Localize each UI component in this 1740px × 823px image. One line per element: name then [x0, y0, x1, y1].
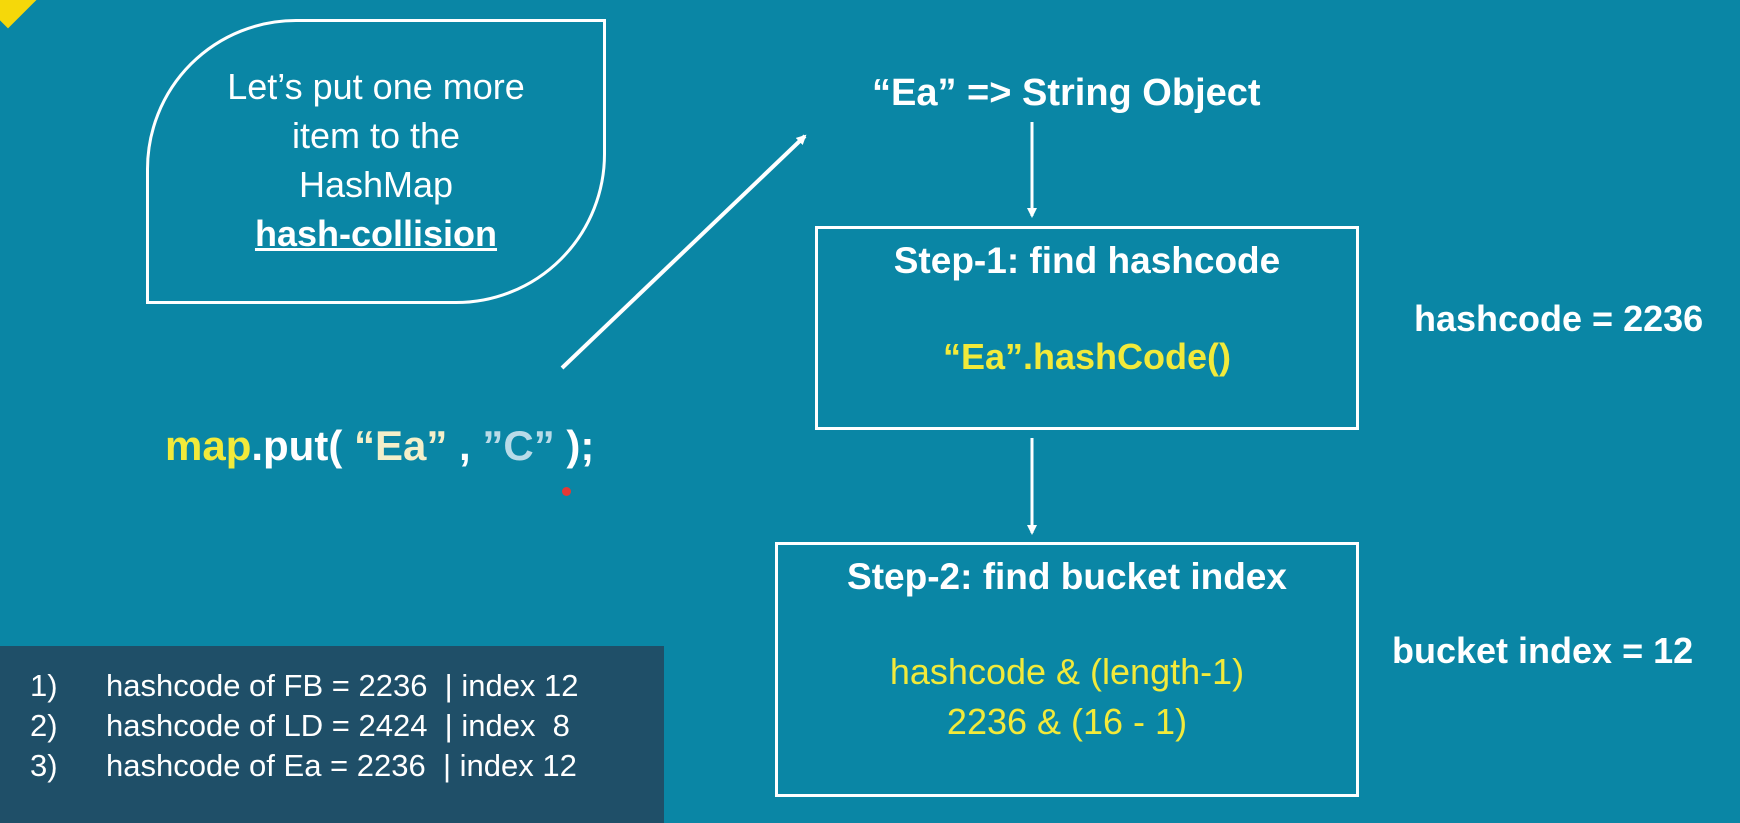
callout-text: Let’s put one more item to the HashMap h… [146, 62, 606, 258]
step2-box: Step-2: find bucket index hashcode & (le… [775, 542, 1359, 797]
pointer-dot [562, 487, 571, 496]
note-text: hashcode of LD = 2424 | index 8 [106, 708, 570, 743]
step1-box: Step-1: find hashcode “Ea”.hashCode() [815, 226, 1359, 430]
note-row: 1) hashcode of FB = 2236 | index 12 [30, 668, 579, 704]
code-statement: map.put( “Ea” , ”C” ); [165, 422, 594, 470]
note-number: 3) [30, 748, 58, 783]
code-key: “Ea” [353, 422, 448, 469]
diagonal-arrow [560, 134, 807, 370]
step1-title: Step-1: find hashcode [893, 240, 1281, 281]
step2-code-line-1: hashcode & (length-1) [889, 651, 1245, 692]
note-number: 2) [30, 708, 58, 743]
diagram-title: “Ea” => String Object [872, 72, 1261, 114]
code-sep: , [447, 422, 483, 469]
note-text: hashcode of FB = 2236 | index 12 [106, 668, 579, 703]
callout-box [146, 19, 606, 304]
step1-code: “Ea”.hashCode() [942, 336, 1232, 377]
notes-panel: 1) hashcode of FB = 2236 | index 12 2) has… [0, 646, 664, 823]
step2-code-line-2: 2236 & (16 - 1) [946, 701, 1188, 742]
code-map: map [165, 422, 252, 469]
note-row: 3) hashcode of Ea = 2236 | index 12 [30, 748, 577, 784]
note-text: hashcode of Ea = 2236 | index 12 [106, 748, 577, 783]
code-value: ”C” [482, 422, 555, 469]
bucket-index-result: bucket index = 12 [1392, 630, 1694, 671]
step2-title: Step-2: find bucket index [847, 556, 1287, 597]
callout-line-2: item to the [291, 115, 461, 156]
step2-code: hashcode & (length-1) 2236 & (16 - 1) [778, 647, 1356, 747]
code-put: .put( [251, 422, 354, 469]
callout-line-1: Let’s put one more [227, 66, 525, 107]
callout-emphasis: hash-collision [254, 213, 498, 254]
note-number: 1) [30, 668, 58, 703]
hashcode-result: hashcode = 2236 [1414, 298, 1704, 339]
code-end: ); [554, 422, 595, 469]
note-row: 2) hashcode of LD = 2424 | index 8 [30, 708, 570, 744]
callout-line-3: HashMap [298, 164, 454, 205]
